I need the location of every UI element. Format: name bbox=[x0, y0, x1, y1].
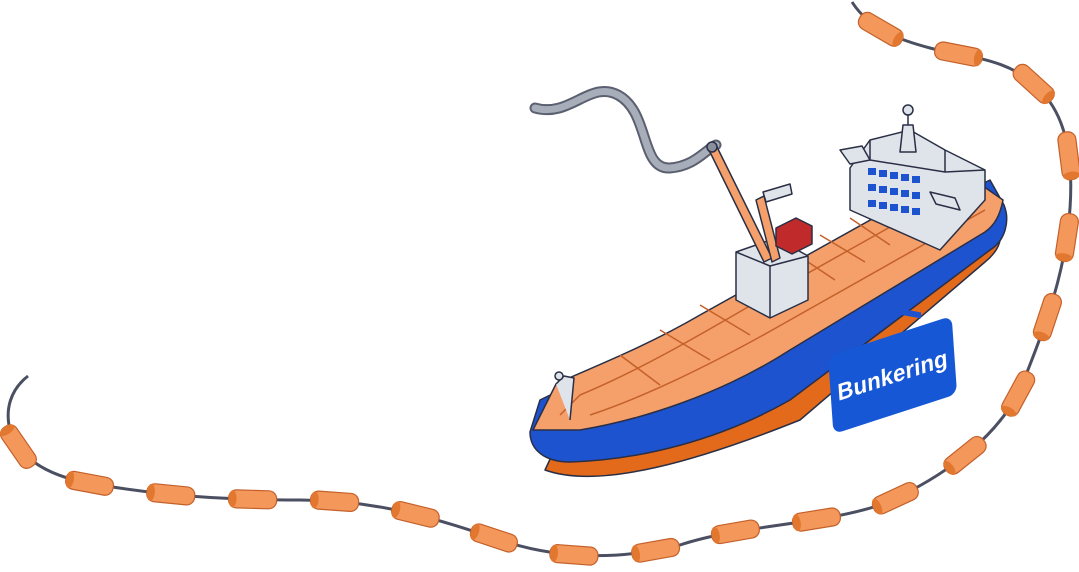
buoy bbox=[871, 481, 919, 515]
buoy bbox=[391, 501, 440, 528]
boom-buoys bbox=[0, 11, 1079, 566]
buoy bbox=[469, 523, 519, 553]
buoy bbox=[1054, 212, 1079, 263]
buoy bbox=[549, 544, 599, 566]
buoy bbox=[227, 489, 278, 510]
buoy bbox=[857, 11, 904, 47]
buoy bbox=[1000, 370, 1036, 417]
red-container bbox=[775, 217, 813, 255]
buoy bbox=[631, 537, 681, 563]
buoy bbox=[0, 424, 37, 469]
buoy bbox=[1012, 63, 1055, 105]
buoy bbox=[146, 483, 196, 506]
buoy bbox=[710, 519, 760, 545]
buoy bbox=[934, 41, 983, 67]
tanker-ship bbox=[529, 104, 1008, 478]
buoy bbox=[65, 470, 115, 496]
bunkering-label: Bunkering bbox=[836, 343, 949, 406]
buoy bbox=[309, 490, 360, 513]
buoy bbox=[943, 435, 987, 475]
buoy bbox=[1057, 131, 1079, 181]
buoy bbox=[1032, 292, 1062, 342]
buoy bbox=[791, 507, 842, 532]
